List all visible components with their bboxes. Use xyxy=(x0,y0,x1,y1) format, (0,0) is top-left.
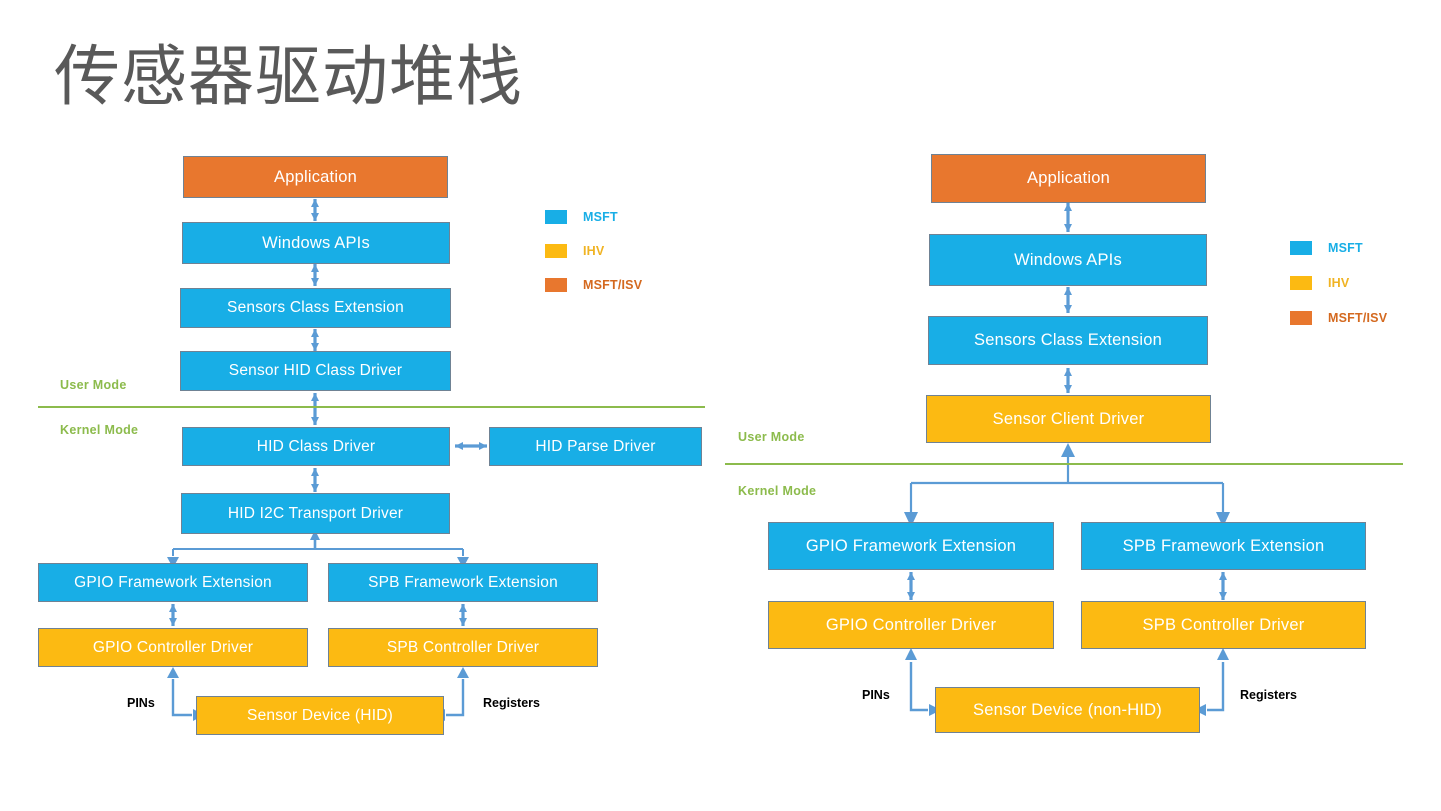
left-node-spb-framework-extension[interactable]: SPB Framework Extension xyxy=(328,563,598,602)
legend-swatch-ihv-icon xyxy=(545,244,567,258)
left-node-windows-apis[interactable]: Windows APIs xyxy=(182,222,450,264)
right-legend-label-msft-isv: MSFT/ISV xyxy=(1328,311,1388,325)
right-node-spb-framework-extension[interactable]: SPB Framework Extension xyxy=(1081,522,1366,570)
right-node-sensor-device[interactable]: Sensor Device (non-HID) xyxy=(935,687,1200,733)
right-node-sensors-class-extension[interactable]: Sensors Class Extension xyxy=(928,316,1208,365)
left-legend-item-msft-isv: MSFT/ISV xyxy=(545,274,642,296)
legend-swatch-ihv-icon xyxy=(1290,276,1312,290)
right-legend-item-ihv: IHV xyxy=(1290,272,1387,294)
right-legend: MSFT IHV MSFT/ISV xyxy=(1290,237,1387,342)
left-legend-label-ihv: IHV xyxy=(583,244,605,258)
left-node-application[interactable]: Application xyxy=(183,156,448,198)
left-node-hid-i2c-transport-driver[interactable]: HID I2C Transport Driver xyxy=(181,493,450,534)
left-legend-item-ihv: IHV xyxy=(545,240,642,262)
left-pins-caption: PINs xyxy=(127,696,155,710)
legend-swatch-msft-isv-icon xyxy=(545,278,567,292)
right-node-sensor-client-driver[interactable]: Sensor Client Driver xyxy=(926,395,1211,443)
right-legend-label-msft: MSFT xyxy=(1328,241,1363,255)
right-legend-item-msft-isv: MSFT/ISV xyxy=(1290,307,1387,329)
right-legend-label-ihv: IHV xyxy=(1328,276,1350,290)
right-pins-caption: PINs xyxy=(862,688,890,702)
left-node-sensor-hid-class-driver[interactable]: Sensor HID Class Driver xyxy=(180,351,451,391)
right-node-gpio-framework-extension[interactable]: GPIO Framework Extension xyxy=(768,522,1054,570)
left-legend-label-msft-isv: MSFT/ISV xyxy=(583,278,643,292)
page-title: 传感器驱动堆栈 xyxy=(54,38,523,115)
left-node-spb-controller-driver[interactable]: SPB Controller Driver xyxy=(328,628,598,667)
left-node-hid-parse-driver[interactable]: HID Parse Driver xyxy=(489,427,702,466)
right-node-application[interactable]: Application xyxy=(931,154,1206,203)
left-user-mode-label: User Mode xyxy=(60,378,127,392)
right-legend-item-msft: MSFT xyxy=(1290,237,1387,259)
left-mode-divider xyxy=(38,406,705,408)
right-kernel-mode-label: Kernel Mode xyxy=(738,484,817,498)
left-node-sensor-device[interactable]: Sensor Device (HID) xyxy=(196,696,444,735)
right-mode-divider xyxy=(725,463,1403,465)
legend-swatch-msft-icon xyxy=(1290,241,1312,255)
left-node-hid-class-driver[interactable]: HID Class Driver xyxy=(182,427,450,466)
right-registers-caption: Registers xyxy=(1240,688,1297,702)
right-node-gpio-controller-driver[interactable]: GPIO Controller Driver xyxy=(768,601,1054,649)
left-legend-label-msft: MSFT xyxy=(583,210,618,224)
left-node-sensors-class-extension[interactable]: Sensors Class Extension xyxy=(180,288,451,328)
left-legend: MSFT IHV MSFT/ISV xyxy=(545,206,642,308)
left-node-gpio-controller-driver[interactable]: GPIO Controller Driver xyxy=(38,628,308,667)
right-node-spb-controller-driver[interactable]: SPB Controller Driver xyxy=(1081,601,1366,649)
legend-swatch-msft-isv-icon xyxy=(1290,311,1312,325)
left-kernel-mode-label: Kernel Mode xyxy=(60,423,139,437)
right-user-mode-label: User Mode xyxy=(738,430,805,444)
left-registers-caption: Registers xyxy=(483,696,540,710)
left-node-gpio-framework-extension[interactable]: GPIO Framework Extension xyxy=(38,563,308,602)
legend-swatch-msft-icon xyxy=(545,210,567,224)
right-node-windows-apis[interactable]: Windows APIs xyxy=(929,234,1207,286)
left-legend-item-msft: MSFT xyxy=(545,206,642,228)
